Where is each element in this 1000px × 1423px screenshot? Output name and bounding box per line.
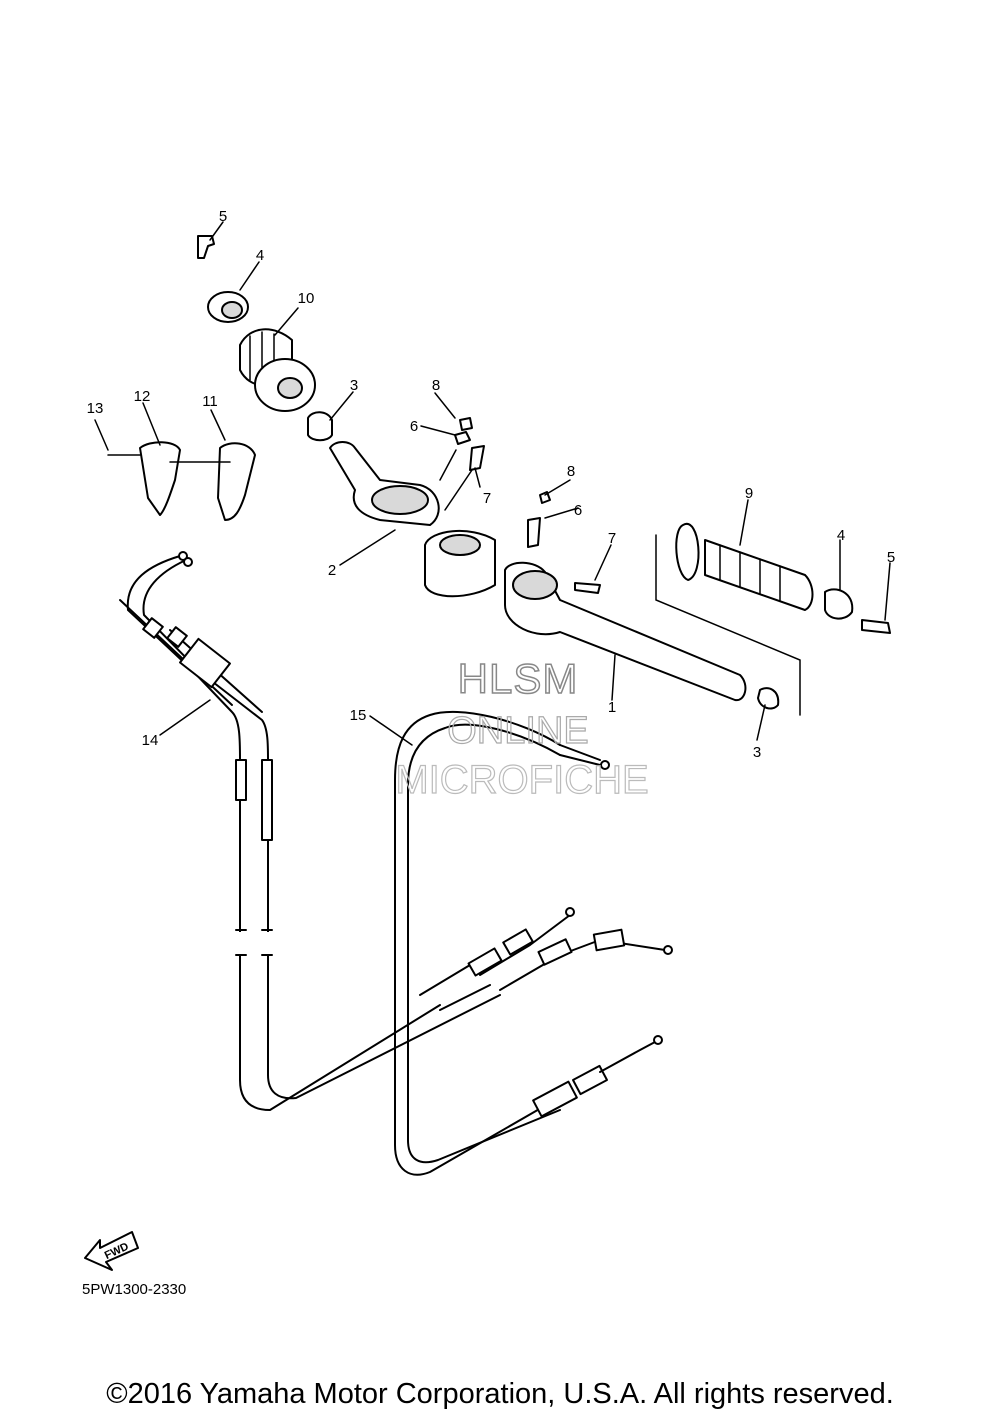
callout-2: 2 [328, 562, 336, 579]
watermark: HLSM ONLINE MICROFICHE [395, 654, 650, 802]
callout-4: 4 [837, 527, 845, 544]
callout-3: 3 [753, 744, 761, 761]
watermark-line3: MICROFICHE [395, 758, 648, 802]
callout-7: 7 [483, 490, 491, 507]
handle-left[interactable] [329, 441, 496, 598]
watermark-line1: HLSM [458, 655, 579, 702]
fwd-arrow-icon: FWD [84, 1231, 139, 1271]
throttle-cable-assembly[interactable] [119, 551, 501, 1111]
bolts-handle-left [439, 417, 485, 511]
callout-7: 7 [608, 530, 616, 547]
callout-15: 15 [350, 707, 367, 724]
cable-ends-right [419, 907, 673, 1011]
callout-4: 4 [256, 247, 264, 264]
copyright-text: ©2016 Yamaha Motor Corporation, U.S.A. A… [106, 1378, 894, 1410]
callout-8: 8 [432, 377, 440, 394]
callout-5: 5 [219, 208, 227, 225]
callout-6: 6 [574, 502, 582, 519]
callout-9: 9 [745, 485, 753, 502]
leader-lines [94, 221, 891, 746]
callout-3: 3 [350, 377, 358, 394]
callout-labels: 5 4 10 3 8 6 7 13 12 11 2 8 6 7 9 4 5 1 … [87, 208, 896, 761]
handle-right[interactable] [504, 491, 747, 702]
callout-12: 12 [134, 388, 151, 405]
callout-13: 13 [87, 400, 104, 417]
clutch-cable[interactable] [394, 710, 663, 1176]
callout-1: 1 [608, 699, 616, 716]
callout-11: 11 [202, 393, 218, 410]
grip-right-assembly[interactable] [655, 522, 891, 716]
watermark-line2: ONLINE [447, 710, 588, 752]
callout-14: 14 [142, 732, 159, 749]
callout-6: 6 [410, 418, 418, 435]
diagram-code: 5PW1300-2330 [82, 1281, 186, 1298]
throttle-grip-assembly[interactable] [197, 235, 333, 442]
callout-8: 8 [567, 463, 575, 480]
holder-assembly[interactable] [107, 441, 256, 521]
callout-5: 5 [887, 549, 895, 566]
callout-10: 10 [298, 290, 315, 307]
